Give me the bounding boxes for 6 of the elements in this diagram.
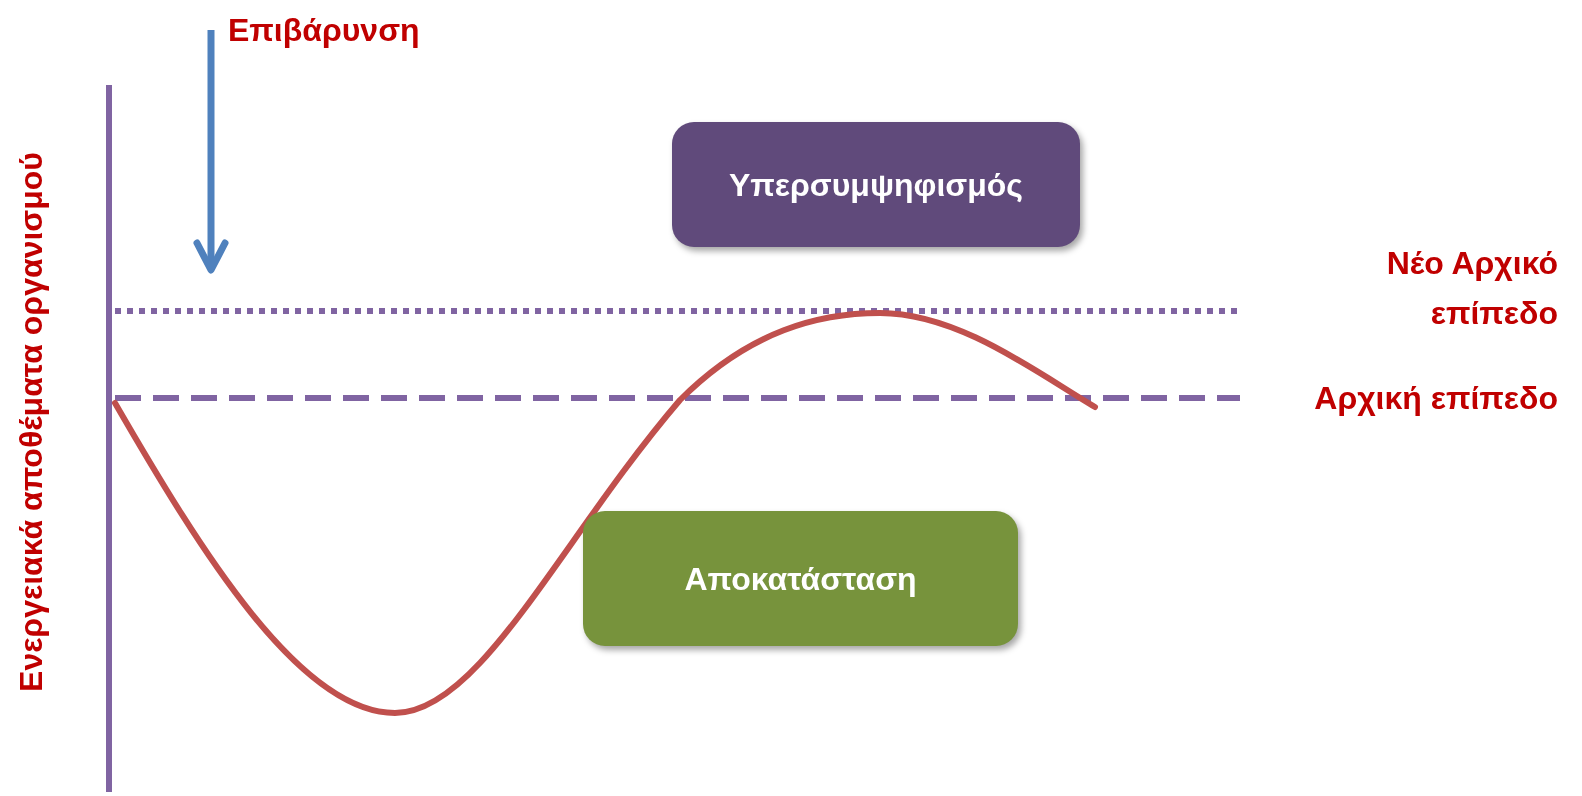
- process-box: Αποκατάσταση: [583, 511, 1018, 646]
- load-label: Επιβάρυνση: [228, 11, 420, 50]
- level-label: Αρχική επίπεδο: [1314, 379, 1558, 418]
- process-box: Υπερσυμψηφισμός: [672, 122, 1080, 247]
- axis-label: Ενεργειακά αποθέματα οργανισμού: [12, 152, 50, 692]
- level-label: Νέο Αρχικό επίπεδο: [1385, 244, 1558, 333]
